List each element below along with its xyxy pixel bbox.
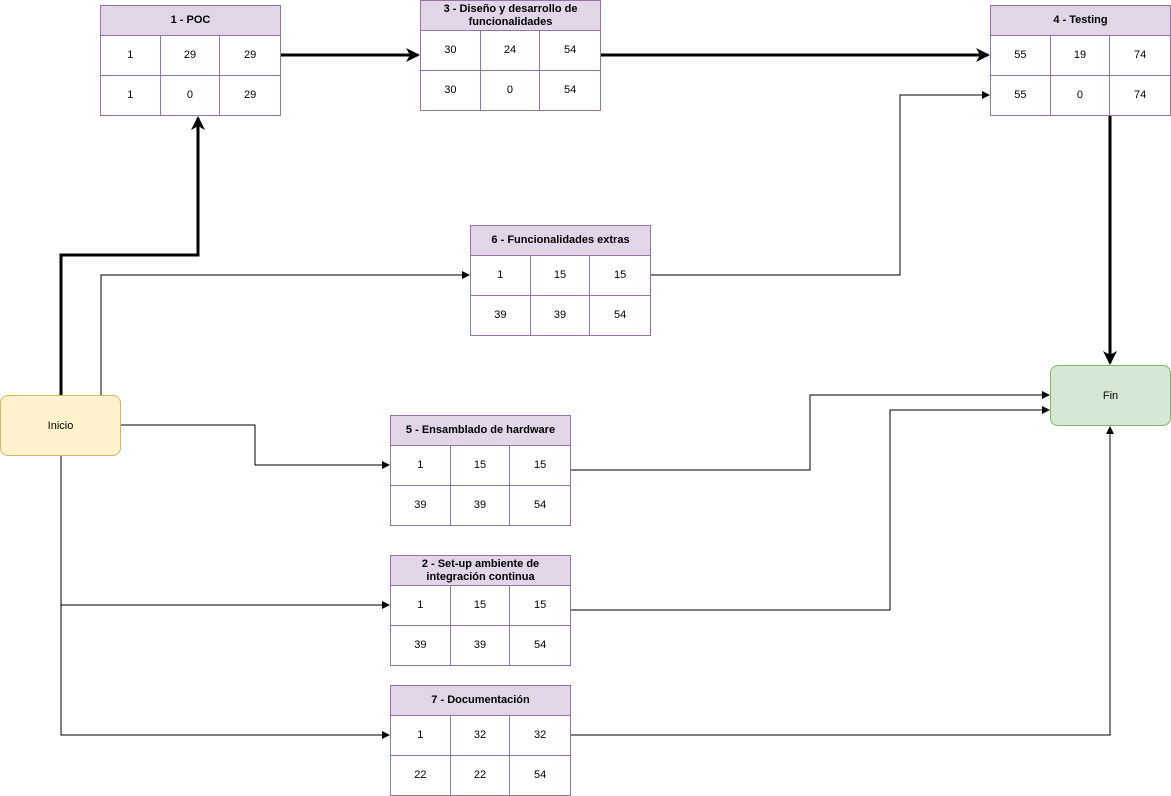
task-title: 1 - POC xyxy=(101,6,280,36)
start-node[interactable]: Inicio xyxy=(0,395,121,456)
slack: 39 xyxy=(451,625,511,665)
slack: 0 xyxy=(481,70,541,110)
duration: 15 xyxy=(450,586,511,626)
slack: 22 xyxy=(451,755,511,795)
early-finish: 32 xyxy=(510,716,570,756)
task-title: 2 - Set-up ambiente de integración conti… xyxy=(391,556,570,586)
task-6-funcionalidades-extras[interactable]: 6 - Funcionalidades extras 1 15 15 39 39… xyxy=(470,225,651,336)
duration: 24 xyxy=(480,31,541,71)
late-start: 55 xyxy=(991,75,1051,115)
early-finish: 15 xyxy=(510,586,570,626)
duration: 32 xyxy=(450,716,511,756)
task-title: 5 - Ensamblado de hardware xyxy=(391,416,570,446)
duration: 19 xyxy=(1050,36,1111,76)
end-node-label: Fin xyxy=(1102,389,1119,402)
early-finish: 29 xyxy=(220,36,280,76)
late-finish: 74 xyxy=(1134,89,1147,102)
task-2-setup-ci[interactable]: 2 - Set-up ambiente de integración conti… xyxy=(390,555,571,666)
early-start: 1 xyxy=(391,446,451,486)
task-title: 6 - Funcionalidades extras xyxy=(471,226,650,256)
early-finish: 15 xyxy=(590,256,650,296)
early-start: 1 xyxy=(391,716,451,756)
task-title: 7 - Documentación xyxy=(391,686,570,716)
late-finish: 54 xyxy=(534,639,547,652)
early-finish: 74 xyxy=(1110,36,1170,76)
early-start: 1 xyxy=(391,586,451,626)
late-start: 39 xyxy=(471,295,531,335)
late-start: 39 xyxy=(391,485,451,525)
edge-5-to-fin xyxy=(571,391,1050,471)
duration: 15 xyxy=(450,446,511,486)
late-start: 30 xyxy=(421,70,481,110)
early-start: 30 xyxy=(421,31,481,71)
slack: 39 xyxy=(531,295,591,335)
edge-inicio-to-2 xyxy=(60,456,390,609)
task-1-poc[interactable]: 1 - POC 1 29 29 1 0 29 xyxy=(100,5,281,116)
task-3-diseno[interactable]: 3 - Diseño y desarrollo de funcionalidad… xyxy=(420,0,601,111)
late-start: 1 xyxy=(101,75,161,115)
early-finish: 15 xyxy=(510,446,570,486)
task-title: 3 - Diseño y desarrollo de funcionalidad… xyxy=(421,1,600,31)
edge-7-to-fin xyxy=(571,426,1114,736)
late-start: 39 xyxy=(391,625,451,665)
early-start: 55 xyxy=(991,36,1051,76)
duration: 29 xyxy=(160,36,221,76)
end-node[interactable]: Fin xyxy=(1050,365,1171,426)
task-7-documentacion[interactable]: 7 - Documentación 1 32 32 22 22 54 xyxy=(390,685,571,796)
late-finish: 54 xyxy=(564,84,577,97)
early-start: 1 xyxy=(471,256,531,296)
late-start: 22 xyxy=(391,755,451,795)
early-finish: 54 xyxy=(540,31,600,71)
duration: 15 xyxy=(530,256,591,296)
edge-inicio-to-5 xyxy=(121,424,390,469)
slack: 0 xyxy=(161,75,221,115)
edge-inicio-to-1 xyxy=(59,116,205,395)
edge-inicio-to-7 xyxy=(60,605,390,739)
task-5-ensamblado-hardware[interactable]: 5 - Ensamblado de hardware 1 15 15 39 39… xyxy=(390,415,571,526)
edge-2-to-fin xyxy=(571,406,1050,611)
task-title: 4 - Testing xyxy=(991,6,1170,36)
early-start: 1 xyxy=(101,36,161,76)
late-finish: 54 xyxy=(534,769,547,782)
edge-inicio-to-6 xyxy=(100,271,470,395)
late-finish: 54 xyxy=(614,309,627,322)
task-4-testing[interactable]: 4 - Testing 55 19 74 55 0 74 xyxy=(990,5,1171,116)
late-finish: 29 xyxy=(244,89,257,102)
late-finish: 54 xyxy=(534,499,547,512)
slack: 0 xyxy=(1051,75,1111,115)
slack: 39 xyxy=(451,485,511,525)
start-node-label: Inicio xyxy=(47,419,74,432)
edge-6-to-4 xyxy=(651,91,990,276)
